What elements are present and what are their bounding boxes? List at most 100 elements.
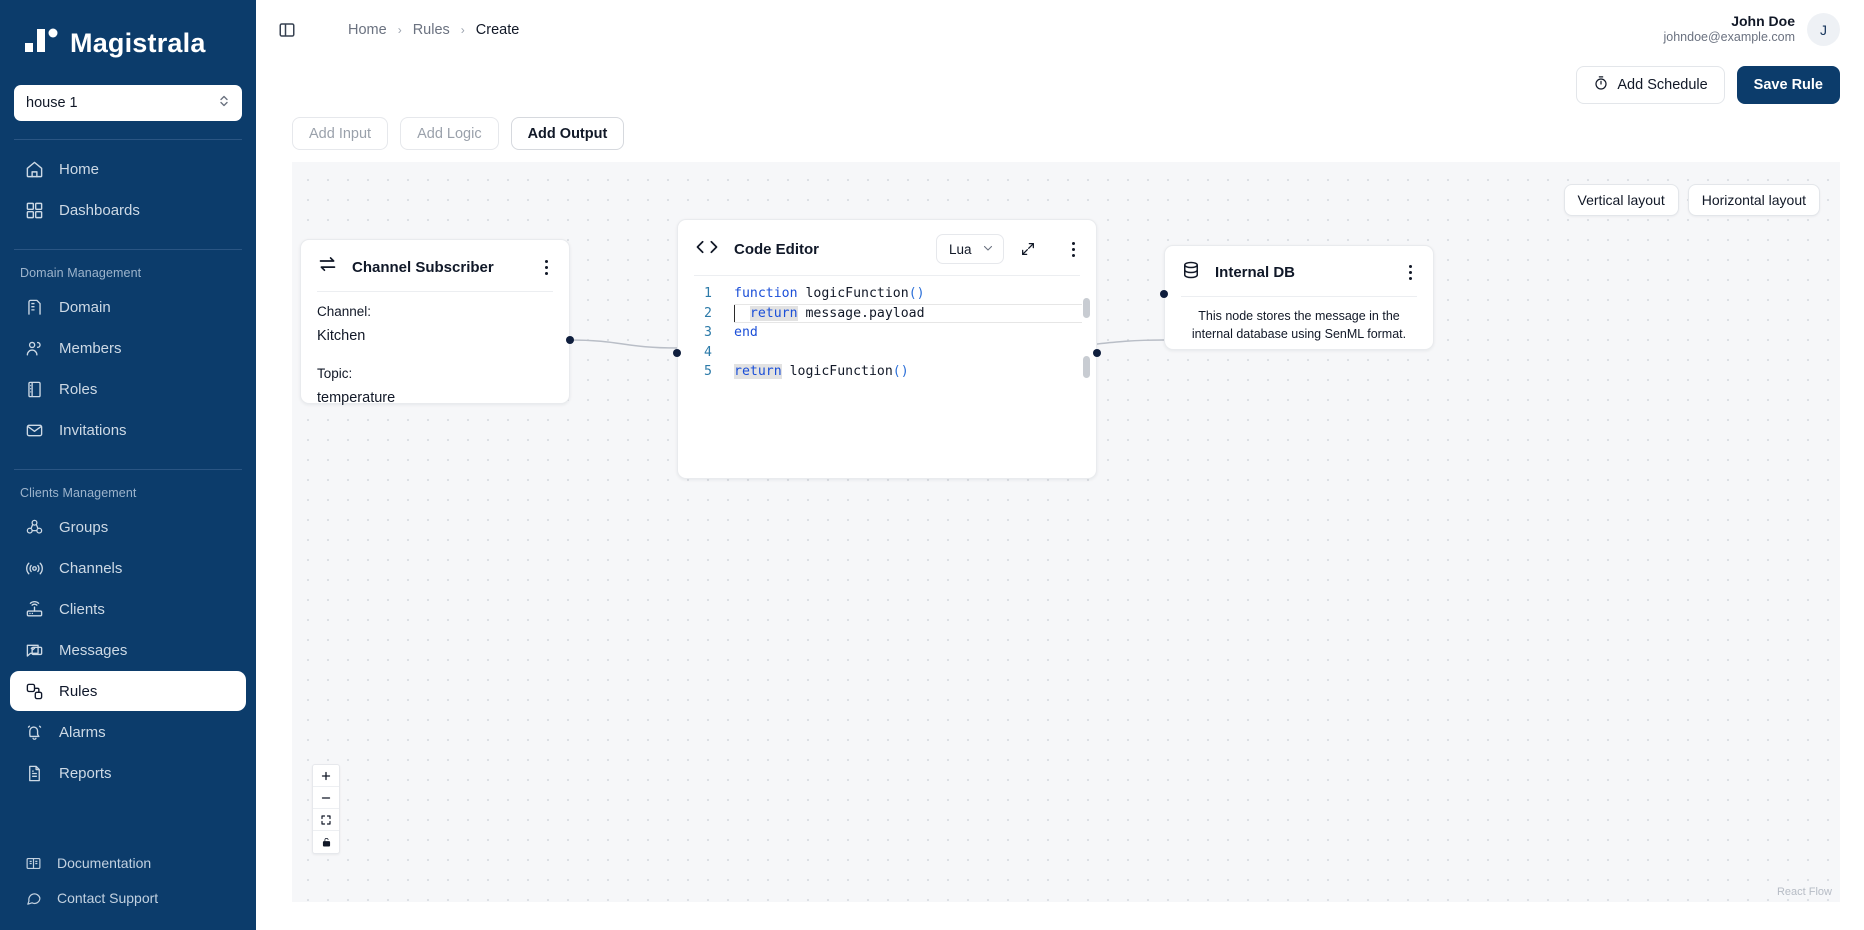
canvas-wrapper: Vertical layout Horizontal layout bbox=[256, 162, 1864, 930]
users-icon bbox=[24, 338, 45, 359]
user-area[interactable]: John Doe johndoe@example.com J bbox=[1663, 13, 1840, 46]
code-scrollbar-thumb-2[interactable] bbox=[1083, 356, 1090, 378]
code-text bbox=[734, 343, 742, 363]
domain-selector[interactable]: house 1 bbox=[14, 85, 242, 121]
sidebar-item-label: Clients bbox=[59, 600, 105, 618]
sidebar-item-reports[interactable]: Reports bbox=[10, 753, 246, 793]
sidebar-item-label: Dashboards bbox=[59, 201, 140, 219]
add-schedule-button[interactable]: Add Schedule bbox=[1576, 66, 1725, 104]
code-line: 4 bbox=[678, 343, 1096, 363]
sidebar-item-home[interactable]: Home bbox=[10, 149, 246, 189]
node-menu-button[interactable] bbox=[1401, 264, 1419, 282]
tab-add-logic[interactable]: Add Logic bbox=[400, 117, 499, 150]
main-content: Home › Rules › Create John Doe johndoe@e… bbox=[256, 0, 1864, 930]
code-line: 5 return logicFunction() bbox=[678, 362, 1096, 382]
code-editor-area[interactable]: 1 function logicFunction() 2 return mess… bbox=[678, 276, 1096, 462]
action-bar: Add Schedule Save Rule bbox=[256, 59, 1864, 111]
node-divider bbox=[317, 291, 553, 292]
timer-icon bbox=[1593, 75, 1609, 95]
channel-label: Channel: bbox=[317, 304, 372, 319]
sidebar-toggle-icon[interactable] bbox=[274, 17, 300, 43]
sidebar-item-channels[interactable]: Channels bbox=[10, 548, 246, 588]
chat-icon bbox=[24, 889, 43, 908]
sidebar-item-documentation[interactable]: Documentation bbox=[10, 846, 246, 880]
node-code-editor[interactable]: Code Editor Lua bbox=[673, 219, 1101, 479]
node-title: Code Editor bbox=[734, 240, 819, 258]
language-select[interactable]: Lua bbox=[936, 234, 1004, 264]
code-text: end bbox=[734, 325, 758, 340]
magistrala-logo-icon bbox=[24, 26, 60, 61]
react-flow-attribution: React Flow bbox=[1776, 886, 1832, 898]
code-text: return message.payload bbox=[749, 305, 925, 321]
sidebar-group-caption: Domain Management bbox=[20, 266, 142, 280]
building-icon bbox=[24, 297, 45, 318]
topic-label: Topic: bbox=[317, 366, 353, 381]
node-header: Channel Subscriber bbox=[301, 240, 569, 291]
sidebar-item-clients[interactable]: Clients bbox=[10, 589, 246, 629]
tab-add-input[interactable]: Add Input bbox=[292, 117, 389, 150]
zoom-out-icon[interactable] bbox=[313, 787, 339, 809]
tab-add-output[interactable]: Add Output bbox=[510, 117, 625, 150]
avatar[interactable]: J bbox=[1807, 13, 1840, 46]
sidebar: Magistrala house 1 Home bbox=[0, 0, 256, 930]
zoom-in-icon[interactable] bbox=[313, 765, 339, 787]
sidebar-item-contact-support[interactable]: Contact Support bbox=[10, 881, 246, 915]
breadcrumb-separator: › bbox=[460, 22, 465, 37]
sidebar-item-label: Home bbox=[59, 160, 100, 178]
lock-icon[interactable] bbox=[313, 831, 339, 853]
sidebar-item-rules[interactable]: Rules bbox=[10, 671, 246, 711]
fit-view-icon[interactable] bbox=[313, 809, 339, 831]
sidebar-item-roles[interactable]: Roles bbox=[10, 369, 246, 409]
sidebar-item-dashboards[interactable]: Dashboards bbox=[10, 190, 246, 230]
node-divider bbox=[694, 275, 1080, 276]
node-menu-button[interactable] bbox=[1064, 240, 1082, 258]
node-menu-button[interactable] bbox=[537, 258, 555, 276]
node-type-tabs: Add Input Add Logic Add Output bbox=[256, 111, 1864, 162]
node-description: This node stores the message in the inte… bbox=[1191, 309, 1407, 342]
add-schedule-label: Add Schedule bbox=[1617, 77, 1708, 93]
user-email: johndoe@example.com bbox=[1663, 30, 1795, 45]
node-input-handle[interactable] bbox=[673, 349, 681, 357]
sidebar-divider-1 bbox=[14, 139, 242, 140]
exchange-arrows-icon bbox=[317, 254, 338, 280]
flow-canvas[interactable]: Vertical layout Horizontal layout bbox=[292, 162, 1840, 902]
brand-name: Magistrala bbox=[70, 28, 206, 58]
horizontal-layout-button[interactable]: Horizontal layout bbox=[1687, 184, 1820, 216]
book-icon bbox=[24, 379, 45, 400]
sidebar-item-label: Reports bbox=[59, 764, 112, 782]
groups-icon bbox=[24, 517, 45, 538]
breadcrumb-item-rules[interactable]: Rules bbox=[412, 21, 450, 38]
breadcrumb-item-home[interactable]: Home bbox=[348, 21, 387, 38]
code-scrollbar-thumb[interactable] bbox=[1083, 298, 1090, 318]
node-output-handle[interactable] bbox=[1093, 349, 1101, 357]
sidebar-item-alarms[interactable]: Alarms bbox=[10, 712, 246, 752]
sidebar-group-clients-management: Clients Management Groups bbox=[0, 470, 256, 794]
sidebar-item-groups[interactable]: Groups bbox=[10, 507, 246, 547]
line-number: 4 bbox=[704, 344, 712, 360]
node-input-handle[interactable] bbox=[1160, 290, 1168, 298]
canvas-controls bbox=[312, 764, 340, 854]
language-select-value: Lua bbox=[949, 241, 972, 257]
sidebar-item-messages[interactable]: Messages bbox=[10, 630, 246, 670]
sidebar-item-label: Contact Support bbox=[57, 890, 159, 906]
node-channel-subscriber[interactable]: Channel Subscriber Channel: Kitchen Topi… bbox=[300, 239, 574, 406]
brand-logo: Magistrala bbox=[0, 0, 256, 83]
topic-value: temperature bbox=[317, 390, 396, 406]
line-number: 2 bbox=[704, 305, 712, 321]
message-icon bbox=[24, 640, 45, 661]
vertical-layout-button[interactable]: Vertical layout bbox=[1563, 184, 1679, 216]
expand-icon[interactable] bbox=[1018, 239, 1038, 259]
node-internal-db[interactable]: Internal DB This node stores the message… bbox=[1160, 245, 1434, 350]
node-output-handle[interactable] bbox=[566, 336, 574, 344]
sidebar-item-members[interactable]: Members bbox=[10, 328, 246, 368]
line-number: 3 bbox=[704, 325, 712, 340]
sidebar-item-label: Roles bbox=[59, 380, 98, 398]
save-rule-button[interactable]: Save Rule bbox=[1736, 66, 1840, 104]
sidebar-item-invitations[interactable]: Invitations bbox=[10, 410, 246, 450]
sidebar-item-domain[interactable]: Domain bbox=[10, 287, 246, 327]
breadcrumb-separator: › bbox=[397, 22, 402, 37]
home-icon bbox=[24, 159, 45, 180]
node-divider bbox=[1181, 296, 1417, 297]
domain-selector-value: house 1 bbox=[26, 95, 78, 111]
